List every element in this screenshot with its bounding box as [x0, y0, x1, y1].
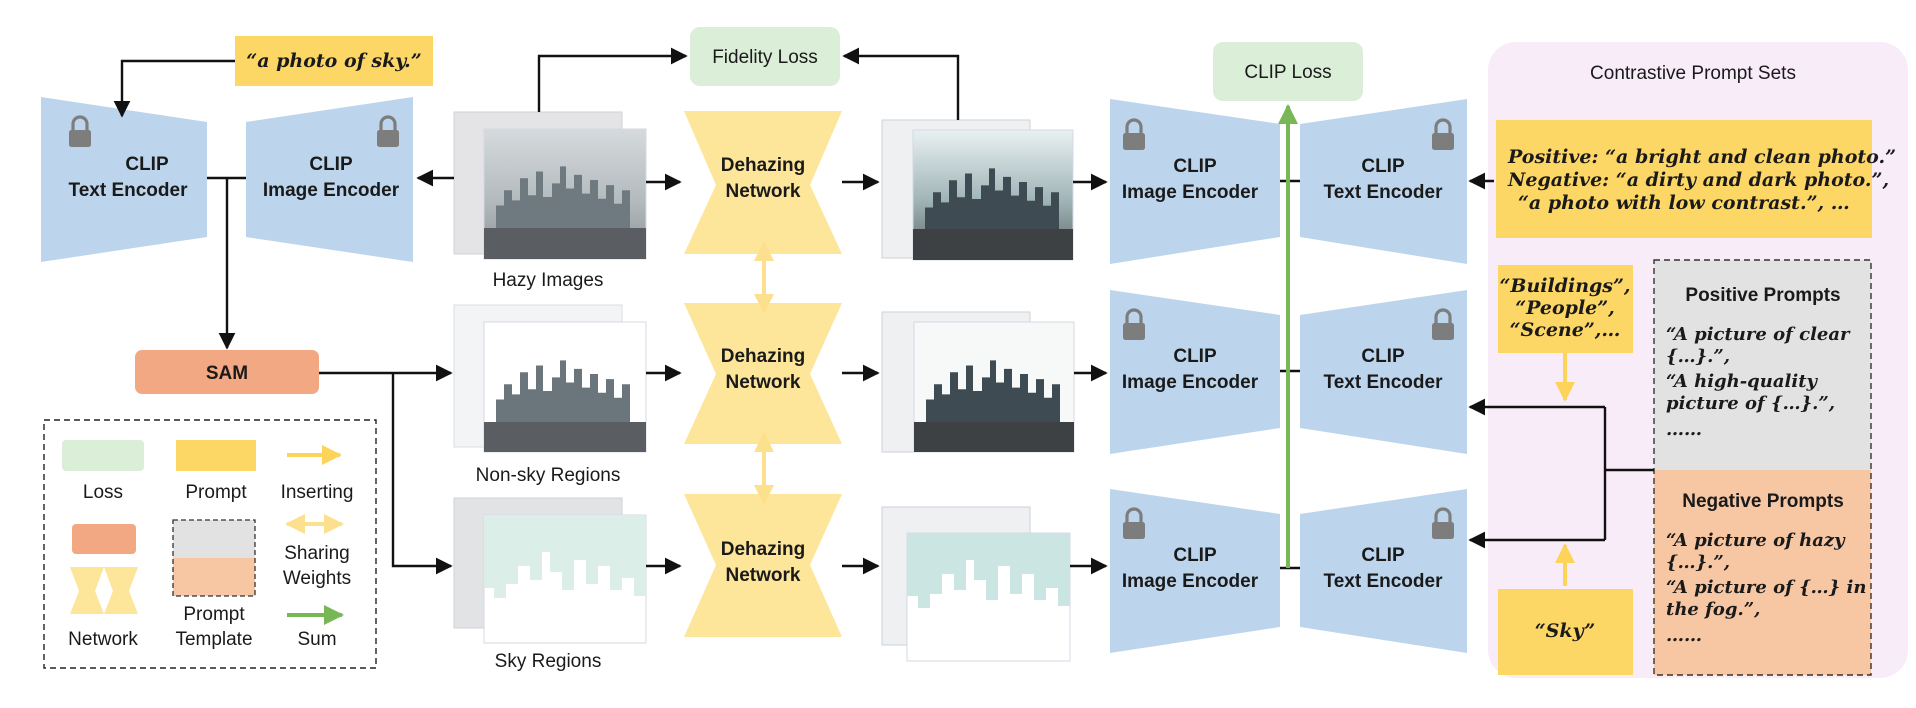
negative-prompts-title: Negative Prompts	[1682, 491, 1844, 512]
clip-loss-box	[1213, 42, 1363, 101]
left-image-encoder-line2: Image Encoder	[263, 180, 400, 201]
negative-line-3: “A picture of {…} in	[1666, 577, 1866, 598]
legend-loss-label: Loss	[83, 482, 123, 503]
legend-prompt-swatch	[176, 440, 256, 471]
positive-line-5: ……	[1666, 419, 1702, 440]
dehazed-output-stack-3	[881, 506, 1071, 662]
left-text-encoder-line2: Text Encoder	[69, 180, 189, 201]
dehazed-output-stack-2	[881, 311, 1075, 453]
global-prompt-box	[1496, 120, 1872, 238]
clip-image-encoder-1	[1110, 99, 1280, 264]
clip-text-encoder-1-line2: Text Encoder	[1324, 182, 1444, 203]
fidelity-loss-box	[690, 27, 840, 86]
dehazing-network-1-line1: Dehazing	[721, 155, 805, 176]
dehazing-network-3	[684, 494, 842, 637]
clip-image-encoder-1-line1: CLIP	[1173, 156, 1217, 177]
left-text-encoder-line1: CLIP	[125, 154, 169, 175]
legend-template-bottom	[173, 558, 255, 596]
dehazing-network-2	[684, 303, 842, 444]
dehazed-output-stack-1	[881, 119, 1074, 261]
clip-image-encoder-1-line2: Image Encoder	[1122, 182, 1259, 203]
legend-network-shape	[70, 567, 104, 614]
clip-text-encoder-3	[1300, 489, 1467, 653]
clip-image-encoder-3-line2: Image Encoder	[1122, 571, 1259, 592]
clip-text-encoder-3-line2: Text Encoder	[1324, 571, 1444, 592]
dehazing-network-3-line1: Dehazing	[721, 539, 805, 560]
legend-network-shape-2	[104, 567, 138, 614]
sam-label: SAM	[206, 363, 248, 384]
clip-image-encoder-3-line1: CLIP	[1173, 545, 1217, 566]
sky-word: “Sky”	[1535, 620, 1595, 642]
clip-text-encoder-1	[1300, 99, 1467, 264]
clip-text-encoder-2-line2: Text Encoder	[1324, 372, 1444, 393]
fidelity-loss-label: Fidelity Loss	[712, 47, 818, 68]
left-image-encoder	[246, 97, 413, 262]
positive-prompts-title: Positive Prompts	[1685, 285, 1840, 306]
clip-image-encoder-2-line1: CLIP	[1173, 346, 1217, 367]
nonsky-words-box	[1498, 265, 1633, 353]
negative-line-4: the fog.”,	[1666, 599, 1760, 620]
legend-sharing-line1: Sharing	[284, 543, 350, 564]
clip-image-encoder-2-line2: Image Encoder	[1122, 372, 1259, 393]
sky-prompt: “a photo of sky.”	[246, 50, 421, 72]
legend-prompt-label: Prompt	[185, 482, 247, 503]
sky-output-mask	[907, 533, 1070, 608]
dehazing-network-2-line1: Dehazing	[721, 346, 805, 367]
legend-sharing-line2: Weights	[283, 568, 351, 589]
hazy-image-stack	[453, 111, 647, 260]
clip-text-encoder-3-line1: CLIP	[1361, 545, 1405, 566]
negative-global-prompt-2: “a photo with low contrast.”, …	[1518, 192, 1850, 214]
negative-line-1: “A picture of hazy	[1666, 530, 1846, 551]
legend-template-top	[173, 520, 255, 558]
sky-word-box	[1498, 589, 1633, 675]
clip-text-encoder-1-line1: CLIP	[1361, 156, 1405, 177]
legend-sam-swatch	[72, 524, 136, 554]
positive-template	[1654, 260, 1871, 470]
positive-line-2: {…}.”,	[1666, 346, 1730, 367]
legend-sum-label: Sum	[297, 629, 336, 650]
clip-text-encoder-2	[1300, 290, 1467, 454]
positive-global-prompt: Positive: “a bright and clean photo.”	[1507, 146, 1896, 168]
legend-box	[43, 419, 377, 669]
sky-regions-label: Sky Regions	[495, 651, 602, 672]
positive-line-1: “A picture of clear	[1666, 324, 1851, 345]
clip-text-encoder-2-line1: CLIP	[1361, 346, 1405, 367]
negative-template	[1654, 470, 1871, 675]
negative-line-5: ……	[1666, 625, 1702, 646]
nonsky-image-stack	[453, 304, 647, 453]
sky-prompt-box	[235, 36, 433, 86]
sky-image-stack	[453, 497, 647, 644]
sam-box	[135, 350, 319, 394]
legend-template-line1: Prompt	[183, 604, 245, 625]
dehazing-network-1-line2: Network	[726, 181, 801, 202]
nonsky-word-1: “Buildings”,	[1499, 275, 1630, 297]
dehazing-network-2-line2: Network	[726, 372, 801, 393]
negative-line-2: {…}.”,	[1666, 552, 1730, 573]
positive-line-3: “A high-quality	[1666, 371, 1819, 392]
nonsky-word-2: “People”,	[1515, 297, 1615, 319]
dehazing-network-3-line2: Network	[726, 565, 801, 586]
legend-inserting-label: Inserting	[281, 482, 354, 503]
negative-global-prompt: Negative: “a dirty and dark photo.”,	[1507, 169, 1889, 191]
hazy-images-label: Hazy Images	[493, 270, 604, 291]
legend-loss-swatch	[62, 440, 144, 471]
positive-line-4: picture of {…}.”,	[1666, 393, 1835, 414]
panel-title: Contrastive Prompt Sets	[1590, 63, 1796, 84]
nonsky-word-3: “Scene”,…	[1510, 319, 1621, 341]
clip-image-encoder-2	[1110, 290, 1280, 454]
nonsky-regions-label: Non-sky Regions	[476, 465, 621, 486]
template-border	[1653, 259, 1872, 676]
left-image-encoder-line1: CLIP	[309, 154, 353, 175]
sky-mask	[484, 515, 646, 598]
clip-image-encoder-3	[1110, 489, 1280, 653]
legend-template-border	[172, 519, 256, 597]
clip-loss-label: CLIP Loss	[1244, 62, 1331, 83]
dehazing-network-1	[684, 111, 842, 254]
legend-template-line2: Template	[175, 629, 252, 650]
legend-network-label: Network	[68, 629, 138, 650]
